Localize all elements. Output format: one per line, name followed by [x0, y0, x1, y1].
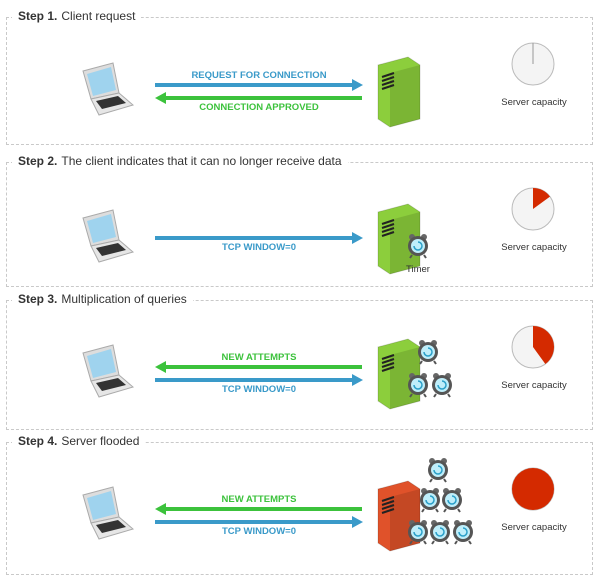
step-header: Step 1.Client request	[12, 9, 142, 23]
alarm-clock-icon	[432, 373, 452, 398]
server-capacity-label: Server capacity	[501, 522, 567, 533]
step-title: The client indicates that it can no long…	[61, 154, 342, 168]
arrow-label: CONNECTION APPROVED	[199, 102, 319, 113]
alarm-clock-icon	[428, 458, 448, 483]
server-capacity-gauge	[511, 325, 555, 369]
left-arrow	[155, 503, 362, 515]
step-panel-4	[6, 442, 593, 575]
alarm-clock-icon	[420, 488, 440, 513]
arrow-label: TCP WINDOW=0	[222, 526, 296, 537]
server-capacity-gauge	[511, 187, 555, 231]
step-number: Step 2.	[18, 154, 58, 168]
alarm-clock-icon	[408, 373, 428, 398]
server-icon	[377, 338, 421, 410]
alarm-clock-icon	[453, 520, 473, 545]
arrow-label: NEW ATTEMPTS	[221, 494, 297, 505]
alarm-clock-icon	[408, 520, 428, 545]
alarm-clock-icon	[442, 488, 462, 513]
server-icon	[377, 203, 421, 275]
step-panel-1	[6, 17, 593, 145]
arrow-label: TCP WINDOW=0	[222, 242, 296, 253]
laptop-icon	[82, 209, 135, 263]
alarm-clock-icon	[430, 520, 450, 545]
right-arrow	[155, 516, 363, 528]
server-capacity-gauge	[511, 467, 555, 511]
laptop-icon	[82, 62, 135, 116]
left-arrow	[155, 361, 362, 373]
step-number: Step 4.	[18, 434, 58, 448]
right-arrow	[155, 374, 363, 386]
timer-label: Timer	[406, 264, 430, 275]
alarm-clock-icon	[408, 234, 428, 259]
server-icon	[377, 56, 421, 128]
step-header: Step 2.The client indicates that it can …	[12, 154, 348, 168]
server-capacity-label: Server capacity	[501, 380, 567, 391]
laptop-icon	[82, 344, 135, 398]
step-number: Step 1.	[18, 9, 58, 23]
step-header: Step 3.Multiplication of queries	[12, 292, 193, 306]
arrow-label: NEW ATTEMPTS	[221, 352, 297, 363]
laptop-icon	[82, 486, 135, 540]
right-arrow	[155, 232, 363, 244]
arrow-label: TCP WINDOW=0	[222, 384, 296, 395]
step-header: Step 4.Server flooded	[12, 434, 146, 448]
left-arrow	[155, 92, 362, 104]
server-capacity-gauge	[511, 42, 555, 86]
alarm-clock-icon	[418, 340, 438, 365]
step-title: Client request	[61, 9, 136, 23]
right-arrow	[155, 79, 363, 91]
step-number: Step 3.	[18, 292, 58, 306]
server-capacity-label: Server capacity	[501, 97, 567, 108]
step-panel-3	[6, 300, 593, 430]
step-title: Multiplication of queries	[61, 292, 187, 306]
step-title: Server flooded	[61, 434, 140, 448]
server-capacity-label: Server capacity	[501, 242, 567, 253]
arrow-label: REQUEST FOR CONNECTION	[191, 70, 327, 81]
